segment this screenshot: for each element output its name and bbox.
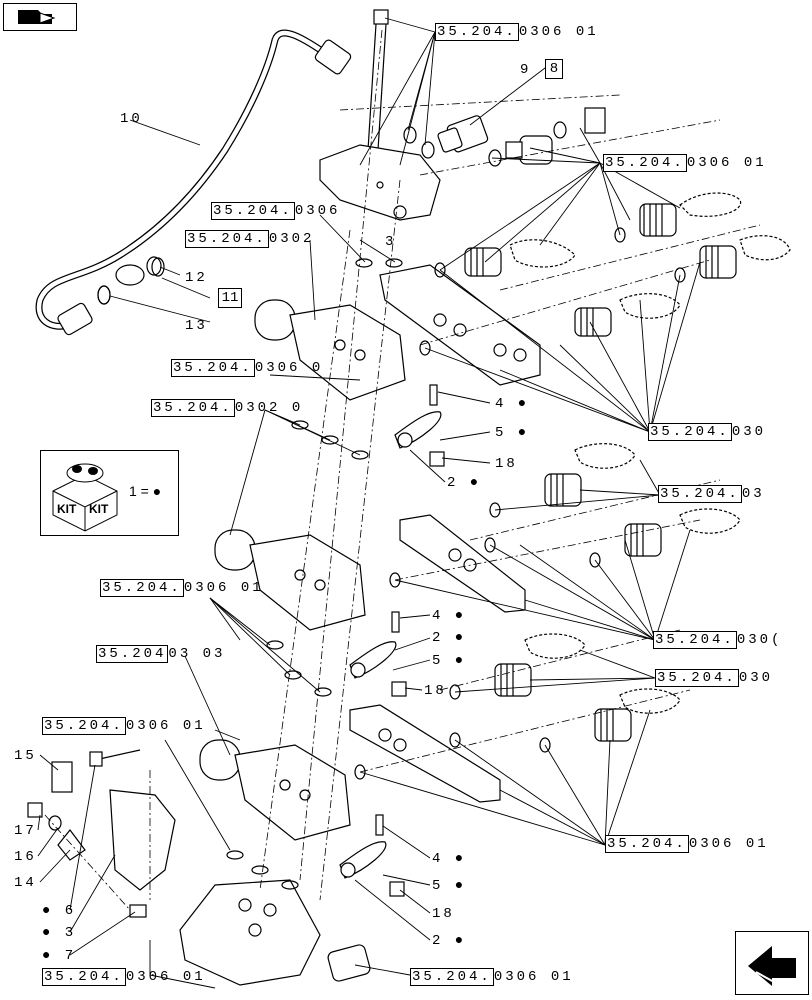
fitting-bottom [327, 944, 371, 982]
kit-logo-text-left: KIT [57, 502, 77, 516]
part-number-18: 18 [432, 906, 455, 922]
ref-callout[interactable]: 35.204.03 [658, 485, 765, 503]
ref-callout[interactable]: 35.204.030 [655, 669, 774, 687]
ref-callout[interactable]: 35.204.0302 [185, 230, 315, 248]
fitting-9 [437, 115, 489, 153]
part-number-5: 5 ● [432, 878, 467, 894]
ref-callout[interactable]: 35.204.030 [648, 423, 767, 441]
ref-callout[interactable]: 35.204.0306 0 [171, 359, 324, 377]
top-cover [319, 144, 441, 221]
part-number-2: 2 ● [432, 630, 467, 646]
valve-section-1 [254, 299, 406, 401]
kit-legend-text: 1 = ● [129, 483, 162, 499]
part-number-17: 17 [14, 823, 37, 839]
part-number-5: 5 ● [432, 653, 467, 669]
part-number-7: ● 7 [42, 948, 77, 964]
part-number-14: 14 [14, 875, 37, 891]
pipe-10 [35, 29, 352, 336]
part-number-4: 4 ● [432, 851, 467, 867]
part-number-6: ● 6 [42, 903, 77, 919]
bracket [27, 749, 176, 918]
base-plate [179, 879, 321, 986]
part-number-4: 4 ● [432, 608, 467, 624]
ref-callout[interactable]: 35.204.0306 01 [100, 579, 264, 597]
part-number-16: 16 [14, 849, 37, 865]
part-number-18: 18 [424, 683, 447, 699]
kit-logo-text-right: KIT [89, 502, 109, 516]
ref-callout[interactable]: 35.204.0306 01 [410, 968, 574, 986]
levers [339, 384, 445, 897]
upper-coupler-rail [379, 264, 541, 386]
ref-callout[interactable]: 35.204.0306 01 [42, 717, 206, 735]
part-number-3: 3 [385, 234, 397, 250]
part-number-11: 11 [218, 288, 242, 308]
part-number-8: 8 [545, 59, 563, 79]
next-page-button[interactable] [735, 931, 809, 995]
kit-legend-box: KIT KIT 1 = ● [40, 450, 179, 536]
part-number-9: 9 [520, 62, 532, 78]
ref-callout[interactable]: 35.204.0302 0 [151, 399, 304, 417]
leader-lines [37, 17, 701, 989]
quick-couplers [464, 135, 737, 742]
middle-rail-lower [349, 704, 501, 803]
dust-caps [509, 192, 791, 714]
o-rings [97, 107, 686, 890]
previous-page-button[interactable] [3, 3, 77, 31]
arrow-left-icon [748, 946, 797, 986]
stud-bolt [367, 9, 389, 151]
part-number-12: 12 [185, 270, 208, 286]
ref-callout[interactable]: 35.204.0306 01 [42, 968, 206, 986]
ref-callout[interactable]: 35.204.0306 01 [605, 835, 769, 853]
part-number-2: 2 ● [432, 933, 467, 949]
folder-arrow-icon [18, 10, 56, 24]
part-number-3: ● 3 [42, 925, 77, 941]
middle-rail-upper [399, 514, 526, 613]
ref-callout[interactable]: 35.204.0306 01 [603, 154, 767, 172]
ref-callout[interactable]: 35.204.030( [653, 631, 783, 649]
part-number-13: 13 [185, 318, 208, 334]
part-number-18: 18 [495, 456, 518, 472]
valve-section-3 [199, 739, 351, 841]
ref-callout[interactable]: 35.204.0306 [211, 202, 341, 220]
ref-callout[interactable]: 35.204.0306 01 [435, 23, 599, 41]
part-number-2: 2 ● [447, 475, 482, 491]
part-number-15: 15 [14, 748, 37, 764]
part-number-5: 5 ● [495, 425, 530, 441]
valve-section-2 [214, 529, 366, 631]
kit-logo-icon: KIT KIT [52, 463, 118, 532]
part-number-10: 10 [120, 111, 143, 127]
center-lines [44, 29, 761, 911]
part-number-4: 4 ● [495, 396, 530, 412]
